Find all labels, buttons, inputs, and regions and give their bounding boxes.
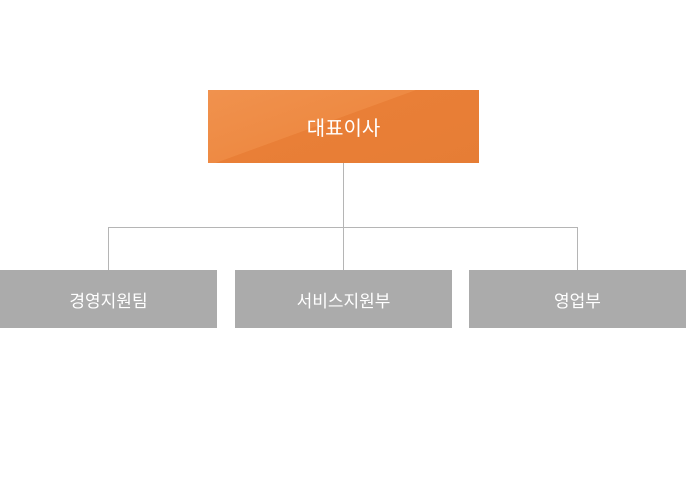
ceo-label: 대표이사	[306, 116, 381, 140]
department-node-service-support: 서비스지원부	[235, 270, 452, 328]
ceo-node: 대표이사	[208, 90, 479, 163]
department-connector-drop-3	[577, 227, 578, 270]
department-node-management-support: 경영지원팀	[0, 270, 217, 328]
department-node-sales: 영업부	[469, 270, 686, 328]
department-connector-drop-2	[343, 227, 344, 270]
department-label: 영업부	[554, 291, 601, 312]
department-label: 경영지원팀	[69, 291, 148, 312]
department-connector-drop-1	[108, 227, 109, 270]
department-label: 서비스지원부	[296, 291, 391, 312]
ceo-connector-line	[343, 163, 344, 227]
